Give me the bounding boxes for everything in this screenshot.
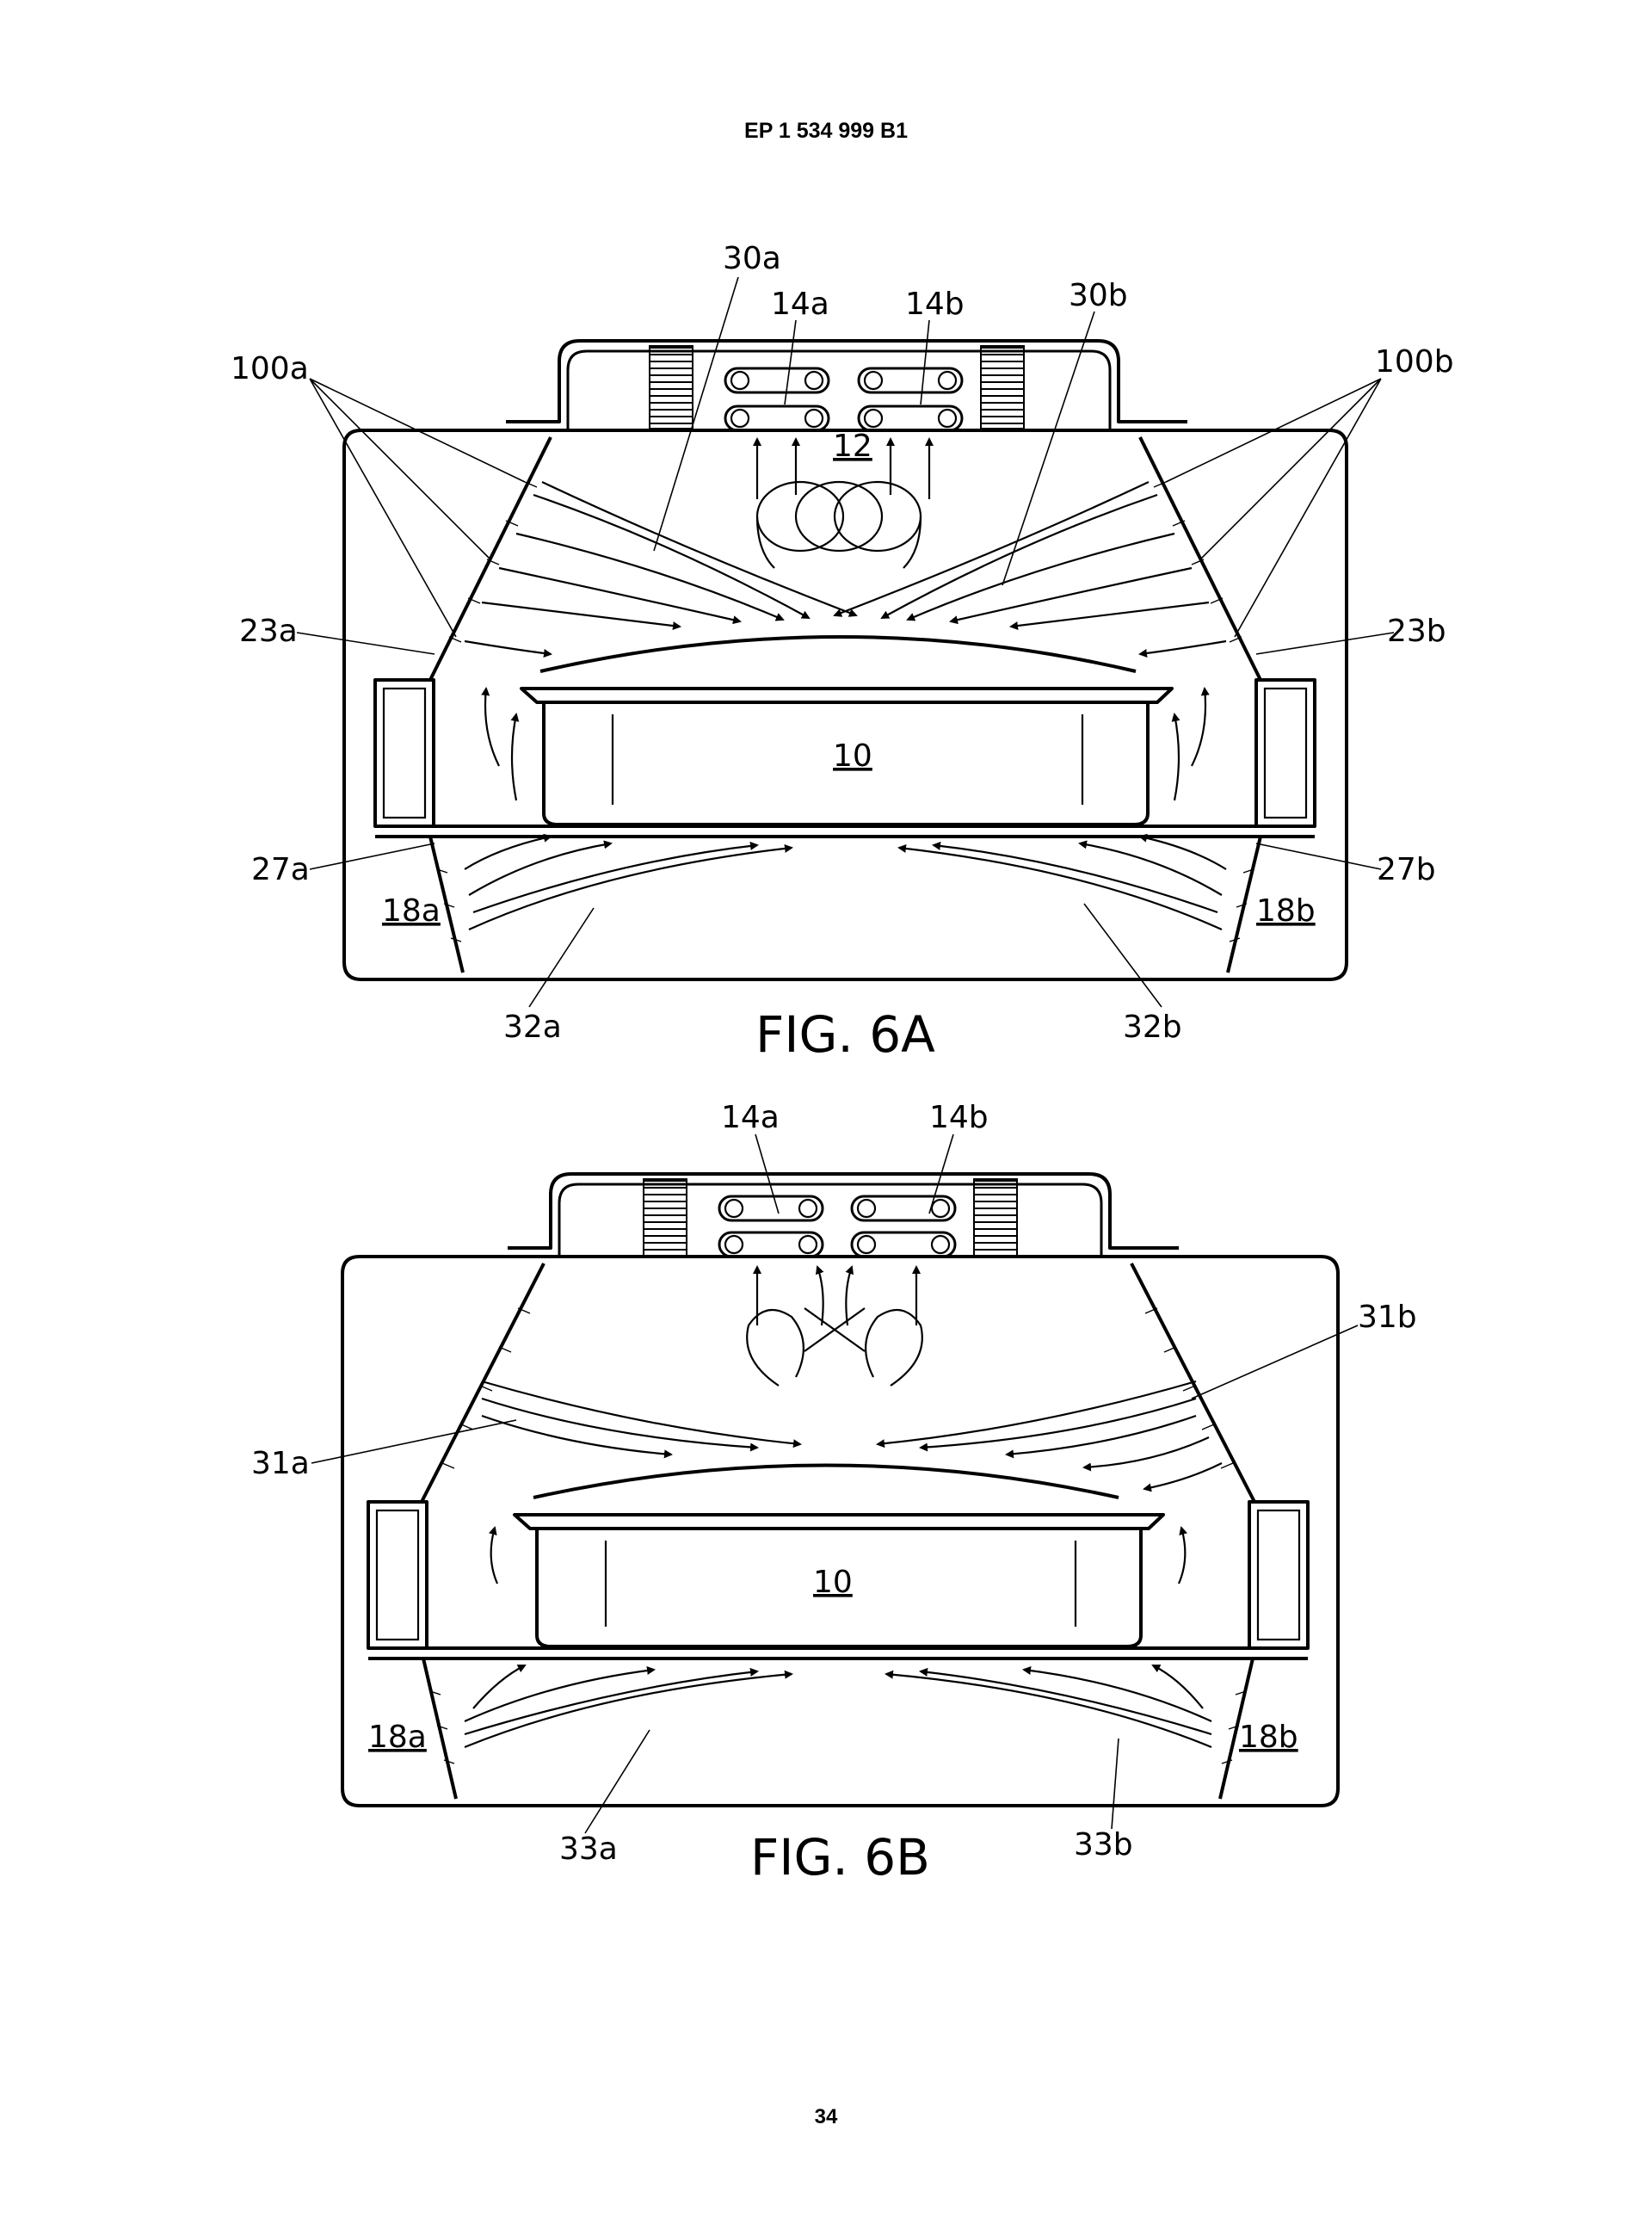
cooking-pan-10 xyxy=(520,635,1174,826)
right-wall-louvres xyxy=(1153,481,1242,643)
heater-compartment-6b xyxy=(508,1172,1179,1250)
cooking-pan-10-6b xyxy=(513,1463,1165,1648)
label-30a: 30a xyxy=(723,241,781,276)
heating-element-14a-6b xyxy=(718,1195,824,1258)
left-wall-louvres xyxy=(448,481,538,643)
label-14a: 14a xyxy=(771,287,829,322)
patent-number-header: EP 1 534 999 B1 xyxy=(744,119,908,143)
fan-grille-right-6b xyxy=(973,1178,1018,1257)
label-18a-6b: 18a xyxy=(368,1720,427,1755)
heating-element-14b-6b xyxy=(850,1195,957,1258)
label-18b-6a: 18b xyxy=(1256,893,1316,929)
label-27a: 27a xyxy=(251,852,310,887)
flow-lines-32a xyxy=(464,833,793,931)
page-number: 34 xyxy=(814,2105,838,2128)
flow-lines-32b xyxy=(897,833,1227,931)
label-18b-6b: 18b xyxy=(1239,1720,1298,1755)
label-23a: 23a xyxy=(239,614,298,649)
flow-lines-33a xyxy=(464,1665,793,1749)
label-14b-6b: 14b xyxy=(929,1100,989,1135)
figure-caption-6a: FIG. 6A xyxy=(755,1005,935,1064)
label-18a-6a: 18a xyxy=(382,893,441,929)
figure-6b: 14a 14b 31b 31a 10 18a 18b 33a 33b FIG. … xyxy=(251,1100,1417,1887)
figure-caption-6b: FIG. 6B xyxy=(750,1828,930,1887)
fan-grille-left-6b xyxy=(643,1178,687,1257)
flow-lines-30a xyxy=(464,481,858,658)
heating-element-14a xyxy=(724,367,830,432)
label-31b: 31b xyxy=(1358,1300,1417,1335)
flow-lines-31a xyxy=(481,1380,802,1459)
label-100a: 100a xyxy=(231,351,309,386)
label-31a: 31a xyxy=(251,1446,310,1481)
label-30b: 30b xyxy=(1069,278,1128,313)
label-32a: 32a xyxy=(503,1010,562,1045)
flow-lines-33b xyxy=(885,1665,1212,1749)
flow-lines-30b xyxy=(833,481,1227,658)
heater-compartment xyxy=(506,339,1187,423)
label-27b: 27b xyxy=(1377,852,1436,887)
oven-housing xyxy=(342,429,1348,981)
label-10-6a: 10 xyxy=(833,738,872,774)
label-14a-6b: 14a xyxy=(721,1100,780,1135)
label-33a: 33a xyxy=(559,1831,618,1867)
label-12: 12 xyxy=(833,429,872,464)
label-32b: 32b xyxy=(1123,1010,1182,1045)
oven-housing-6b xyxy=(341,1255,1340,1807)
label-100b: 100b xyxy=(1375,344,1454,380)
shelf-rack xyxy=(375,825,1315,838)
label-23b: 23b xyxy=(1387,614,1446,649)
figure-6a: 30a 14a 14b 30b 100a 100b 12 23a 23b 10 … xyxy=(231,241,1454,1064)
heating-element-14b xyxy=(857,367,964,432)
label-14b: 14b xyxy=(905,287,965,322)
fan-airflow-swirl xyxy=(755,480,922,569)
fan-grille-right xyxy=(980,345,1025,429)
label-10-6b: 10 xyxy=(813,1565,853,1600)
label-33b: 33b xyxy=(1074,1827,1133,1862)
flow-lines-31b xyxy=(876,1380,1223,1492)
fan-grille-left xyxy=(649,345,693,429)
